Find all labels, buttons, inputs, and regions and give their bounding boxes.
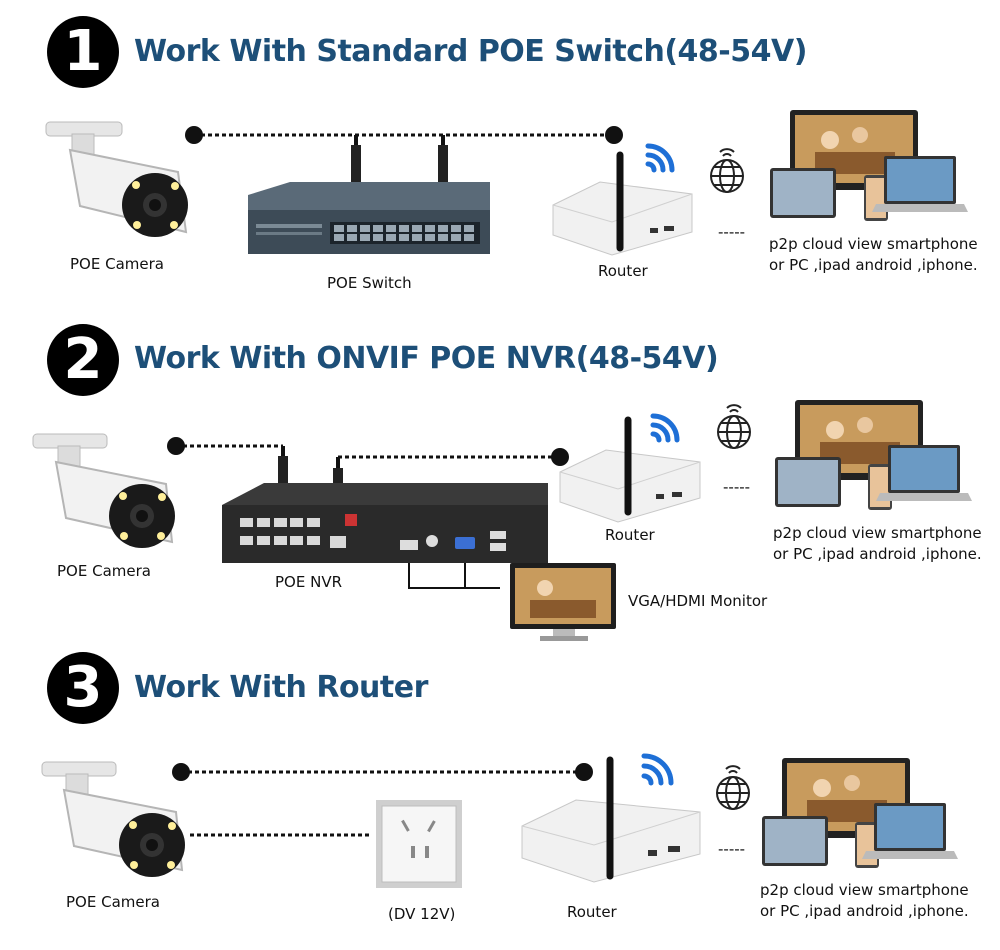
devices-icon	[770, 110, 968, 221]
poe-switch-icon	[248, 182, 490, 254]
section-3-title: Work With Router	[134, 670, 428, 705]
devices-icon	[775, 400, 972, 510]
router-label: Router	[567, 903, 617, 921]
cloud-view-line-2: or PC ,ipad android ,iphone.	[773, 545, 982, 563]
hub-label: POE Switch	[327, 274, 412, 292]
monitor-label: VGA/HDMI Monitor	[628, 592, 768, 610]
router-label: Router	[605, 526, 655, 544]
step-badge-1: 1	[47, 16, 119, 88]
camera-label: POE Camera	[66, 893, 160, 911]
globe-icon	[716, 765, 750, 810]
wifi-router-icon	[521, 756, 701, 883]
cloud-view-line-1: p2p cloud view smartphone	[760, 881, 969, 899]
bullet-camera-icon	[41, 761, 185, 877]
bullet-camera-icon	[45, 121, 188, 237]
hub-label: POE NVR	[275, 573, 343, 591]
power-outlet-icon	[376, 800, 462, 888]
devices-icon	[762, 758, 958, 868]
step-badge-2: 2	[47, 324, 119, 396]
cloud-view-line-2: or PC ,ipad android ,iphone.	[760, 902, 969, 920]
router-label: Router	[598, 262, 648, 280]
connection-dashes: -----	[718, 840, 746, 858]
cloud-view-line-2: or PC ,ipad android ,iphone.	[769, 256, 978, 274]
globe-icon	[717, 404, 751, 449]
globe-icon	[710, 148, 744, 193]
wifi-router-icon	[559, 416, 701, 523]
outlet-label: (DV 12V)	[388, 905, 456, 923]
wifi-signal-icon	[645, 143, 675, 173]
bullet-camera-icon	[32, 433, 175, 548]
wifi-router-icon	[552, 151, 693, 256]
section-1-title: Work With Standard POE Switch(48-54V)	[134, 34, 807, 69]
nvr-icon	[222, 483, 548, 563]
camera-label: POE Camera	[70, 255, 164, 273]
cloud-view-line-1: p2p cloud view smartphone	[769, 235, 978, 253]
monitor-icon	[510, 563, 616, 641]
connection-dashes: -----	[718, 223, 746, 241]
camera-label: POE Camera	[57, 562, 151, 580]
wifi-signal-icon	[650, 413, 680, 443]
connection-dashes: -----	[723, 478, 751, 496]
section-2-title: Work With ONVIF POE NVR(48-54V)	[134, 341, 719, 376]
wifi-signal-icon	[641, 753, 674, 786]
cloud-view-line-1: p2p cloud view smartphone	[773, 524, 982, 542]
step-badge-3: 3	[47, 652, 119, 724]
